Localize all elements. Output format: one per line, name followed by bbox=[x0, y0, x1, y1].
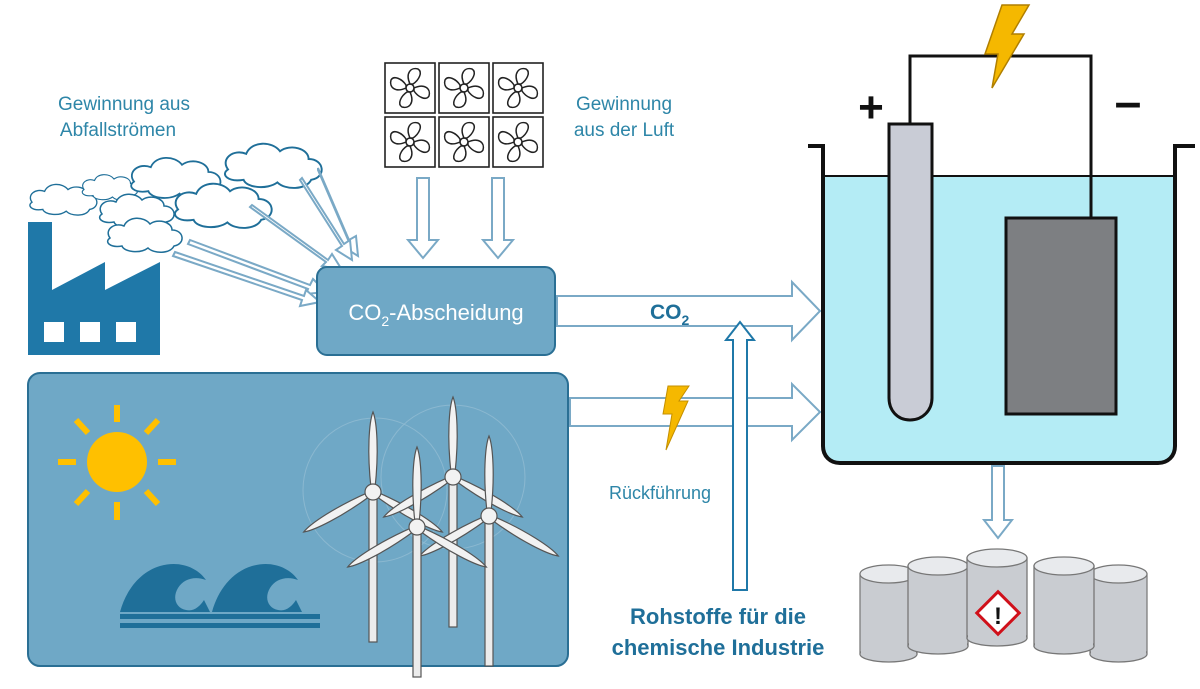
output-label-line1: Rohstoffe für die bbox=[630, 604, 806, 629]
lightning-icon bbox=[983, 4, 1031, 89]
recycle-arrow bbox=[723, 320, 757, 591]
factory-icon bbox=[28, 222, 160, 355]
recycle-label: Rückführung bbox=[609, 483, 711, 503]
electrode-icon bbox=[1004, 216, 1118, 416]
capture-label: CO2-Abscheidung bbox=[348, 300, 523, 329]
waste-label-line1: Gewinnung aus bbox=[58, 94, 190, 115]
lightning-icon bbox=[662, 385, 690, 451]
waste-arrows bbox=[171, 167, 360, 308]
cathode-sign: – bbox=[1115, 76, 1142, 129]
cloud-icon bbox=[29, 142, 323, 254]
electrode-icon bbox=[887, 122, 934, 422]
hazard-icon: ! bbox=[974, 589, 1022, 637]
svg-text:!: ! bbox=[994, 603, 1002, 630]
wave-icon bbox=[120, 563, 320, 628]
output-arrow bbox=[981, 465, 1015, 540]
capture-box bbox=[316, 266, 556, 356]
air-arrows bbox=[405, 177, 516, 260]
energy-arrow bbox=[569, 381, 822, 443]
co2-label: CO2 bbox=[650, 301, 690, 328]
waste-label-line2: Abfallströmen bbox=[60, 120, 176, 141]
sun-icon bbox=[58, 405, 176, 520]
fan-icon bbox=[384, 62, 544, 168]
air-label-line1: Gewinnung bbox=[576, 94, 672, 115]
wind-turbine-icon bbox=[301, 396, 561, 678]
electrolysis-cell: + – bbox=[808, 4, 1195, 465]
co2-arrow bbox=[556, 279, 822, 343]
output-label-line2: chemische Industrie bbox=[612, 635, 825, 660]
anode-sign: + bbox=[858, 83, 884, 132]
air-label-line2: aus der Luft bbox=[574, 120, 675, 141]
